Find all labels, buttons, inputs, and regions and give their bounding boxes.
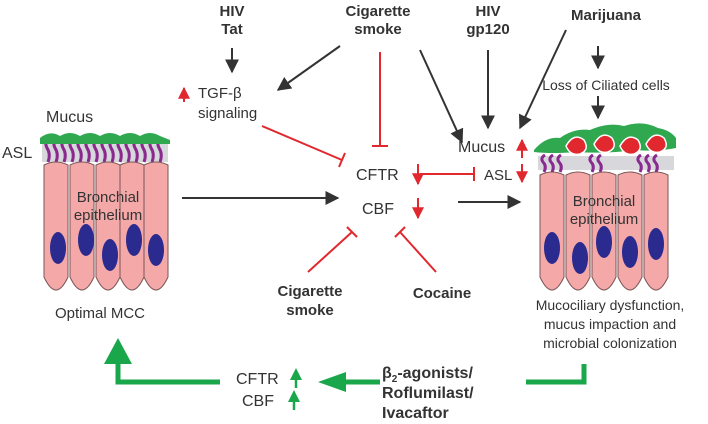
- red-indicator-arrows: [178, 86, 528, 220]
- label-asl-left: ASL: [2, 145, 32, 162]
- right-cilia: [540, 153, 659, 173]
- label-loss-ciliated: Loss of Ciliated cells: [542, 77, 670, 93]
- label-cftr: CFTR: [356, 167, 399, 184]
- label-dysfunction-2: mucus impaction and: [544, 316, 676, 332]
- label-dysfunction-1: Mucociliary dysfunction,: [536, 297, 685, 313]
- left-mucus-layer: [40, 133, 170, 144]
- label-hiv-gp120-2: gp120: [466, 21, 509, 38]
- inhibit-tgf-cftr: [261, 125, 343, 161]
- label-hiv-tat-2: Tat: [221, 21, 242, 38]
- label-cftr-bottom: CFTR: [236, 371, 279, 388]
- label-cigarette-bottom-2: smoke: [286, 302, 334, 319]
- label-optimal-mcc: Optimal MCC: [55, 305, 145, 322]
- arrow-cigarette-to-mucus: [419, 49, 464, 144]
- label-bronchial-left-1: Bronchial: [77, 189, 140, 206]
- label-ivacaftor: Ivacaftor: [382, 405, 449, 422]
- green-arrowhead-left: [318, 372, 346, 392]
- label-cigarette-top-1: Cigarette: [345, 3, 410, 20]
- inhibit-cocaine-cbf: [399, 231, 437, 273]
- label-dysfunction-3: microbial colonization: [543, 335, 677, 351]
- left-epithelium: [40, 133, 170, 291]
- green-connector-right: [526, 364, 587, 385]
- inhibit-cigarette-cbf: [307, 231, 353, 273]
- label-cigarette-bottom-1: Cigarette: [277, 283, 342, 300]
- beta-suffix: -agonists/: [397, 365, 473, 382]
- arrow-marijuana-to-mucus: [519, 29, 567, 130]
- arrow-cigarette-to-tgf: [276, 45, 341, 91]
- right-mucus-cells: [565, 134, 667, 156]
- label-bronchial-right-1: Bronchial: [573, 193, 636, 210]
- green-arrowhead-up: [104, 338, 132, 364]
- green-connector-left: [115, 362, 220, 385]
- label-cbf-bottom: CBF: [242, 393, 274, 410]
- label-roflumilast: Roflumilast/: [382, 385, 474, 402]
- label-cocaine: Cocaine: [413, 285, 471, 302]
- label-cbf: CBF: [362, 201, 394, 218]
- labels: HIV Tat Cigarette smoke HIV gp120 Mariju…: [2, 3, 684, 422]
- inhibition-lines: [261, 52, 475, 273]
- label-marijuana: Marijuana: [571, 7, 642, 24]
- label-bronchial-left-2: epithelium: [74, 207, 142, 224]
- beta-symbol: β: [382, 365, 392, 382]
- label-mucus-left: Mucus: [46, 109, 93, 126]
- label-hiv-gp120-1: HIV: [475, 3, 500, 20]
- label-mucus-mid: Mucus: [458, 139, 505, 156]
- black-arrows: [182, 29, 605, 209]
- label-hiv-tat-1: HIV: [219, 3, 244, 20]
- label-bronchial-right-2: epithelium: [570, 211, 638, 228]
- label-beta-agonists: β2-agonists/: [382, 365, 473, 385]
- label-asl-mid: ASL: [484, 167, 512, 184]
- beta-subscript: 2: [392, 374, 398, 385]
- green-therapy-loop: [104, 338, 587, 410]
- right-nuclei: [544, 226, 664, 274]
- left-cells: [43, 161, 169, 291]
- label-cigarette-top-2: smoke: [354, 21, 402, 38]
- label-tgf-beta: TGF-β: [198, 85, 242, 102]
- left-nuclei: [50, 224, 164, 271]
- right-epithelium: [534, 123, 676, 291]
- label-tgf-signaling: signaling: [198, 105, 257, 122]
